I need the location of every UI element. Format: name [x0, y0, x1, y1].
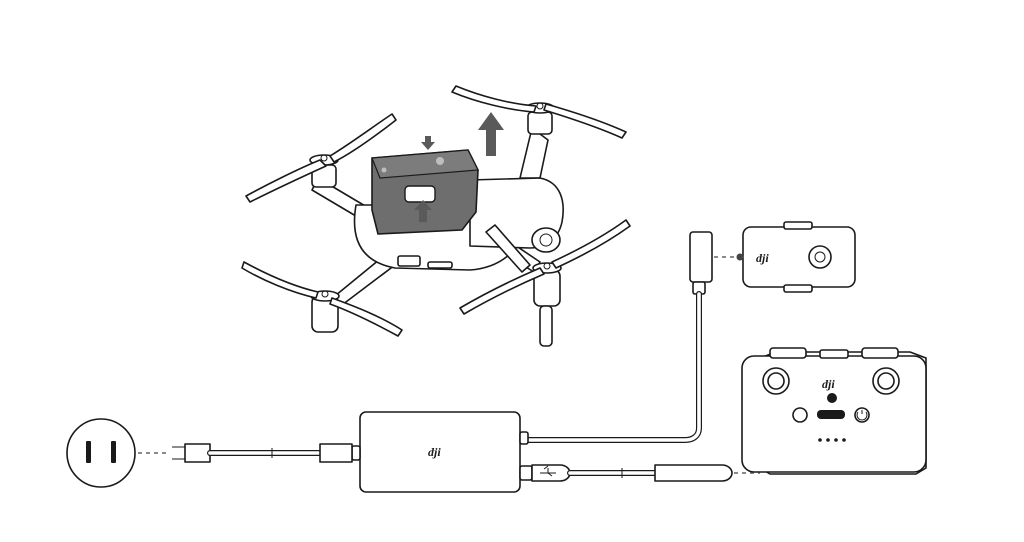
charger-logo: dji	[428, 445, 441, 459]
propeller-left-lower-a	[241, 261, 319, 299]
propeller-rear-right-b	[543, 103, 627, 139]
propeller-rear-right-a	[451, 85, 537, 113]
propeller-left-lower-b	[329, 297, 403, 337]
usb-cable	[531, 464, 760, 482]
wall-outlet	[66, 418, 136, 488]
motor-right-lower	[532, 262, 562, 347]
propeller-right-lower-a	[459, 267, 545, 315]
arrow-down-icon	[421, 136, 435, 150]
remote-controller: dji	[741, 347, 927, 475]
ac-power-cable	[138, 443, 353, 463]
drone-battery	[371, 149, 479, 235]
propeller-front-left-b	[329, 113, 397, 163]
battery-level-leds	[818, 438, 846, 442]
battery-logo: dji	[756, 251, 769, 265]
drone	[241, 85, 631, 347]
battery-charging-cable	[517, 231, 744, 443]
propeller-right-lower-b	[551, 219, 631, 269]
arrow-up-icon	[478, 112, 504, 156]
spare-battery: dji	[742, 221, 856, 293]
propeller-front-left-a	[245, 159, 327, 203]
remote-logo: dji	[822, 377, 835, 391]
flight-mode-switch[interactable]	[817, 410, 845, 419]
arrow-up-small-icon	[414, 200, 432, 222]
charger: dji	[351, 411, 533, 493]
return-home-icon[interactable]	[792, 407, 808, 423]
